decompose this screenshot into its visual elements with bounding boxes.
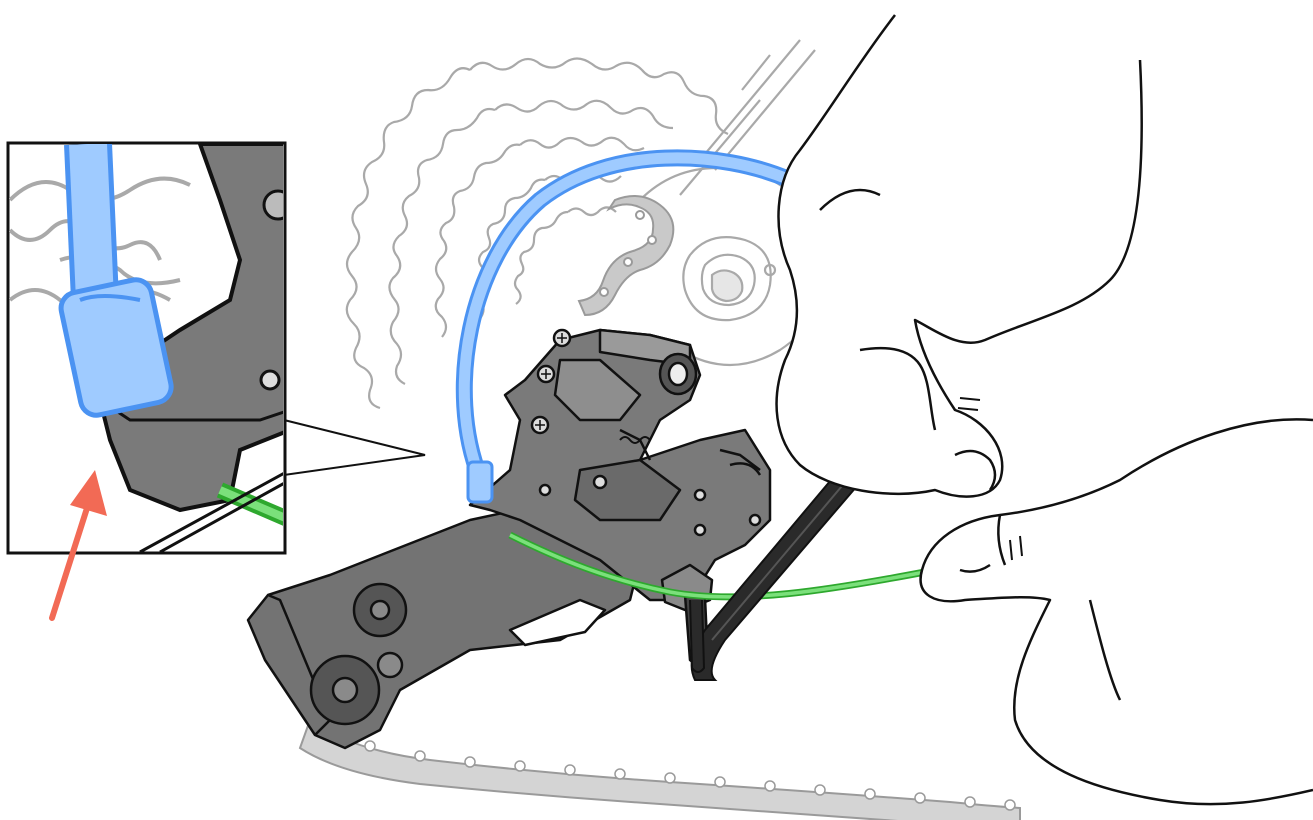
inset-callout-wedge [284,420,425,475]
housing-ferrule [468,462,492,502]
rear-derailleur [248,330,770,748]
upper-hand [777,15,1142,497]
zoom-inset-cable-stop [8,143,425,553]
